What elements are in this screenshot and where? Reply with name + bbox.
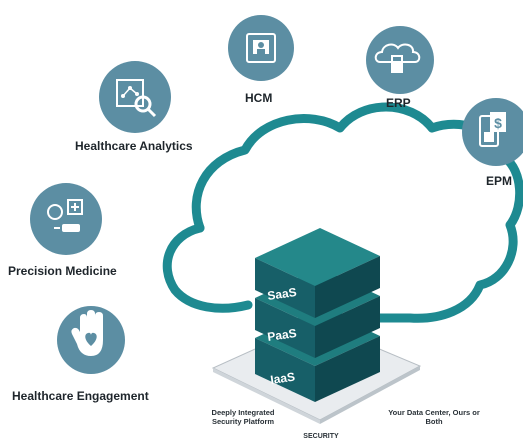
hand-heart-icon (71, 310, 103, 356)
svg-text:$: $ (494, 115, 502, 131)
security-platform-label: Deeply Integrated Security Platform (211, 408, 275, 426)
epm-label: EPM (486, 174, 513, 188)
id-card-icon (246, 33, 276, 63)
saas-label: SaaS (266, 285, 297, 303)
hcm-circle (228, 15, 294, 81)
precision-label: Precision Medicine (8, 264, 117, 278)
cloud-outline-left (162, 223, 253, 313)
dollar-calculator-icon: $ (479, 112, 506, 147)
precision-circle (30, 183, 102, 255)
security-label: SECURITY (303, 433, 339, 440)
medicine-pills-icon (47, 199, 83, 232)
base-plate-edge-right (320, 366, 420, 424)
analytics-magnifier-icon (116, 79, 157, 118)
paas-label: PaaS (266, 326, 297, 344)
hcm-label: HCM (245, 91, 273, 105)
erp-label: ERP (386, 96, 411, 110)
base-plate-edge (213, 368, 320, 424)
engagement-circle (57, 306, 125, 374)
erp-circle (366, 26, 434, 94)
cloud-outline (191, 102, 523, 323)
epm-circle: $ (462, 98, 523, 166)
engagement-label: Healthcare Engagement (12, 389, 149, 403)
analytics-circle (99, 61, 171, 133)
tier-saas (255, 228, 380, 318)
analytics-label: Healthcare Analytics (75, 139, 193, 153)
data-center-label: Your Data Center, Ours or Both (388, 408, 480, 426)
cloud-calculator-icon (374, 43, 421, 73)
iaas-label: IaaS (269, 370, 295, 387)
